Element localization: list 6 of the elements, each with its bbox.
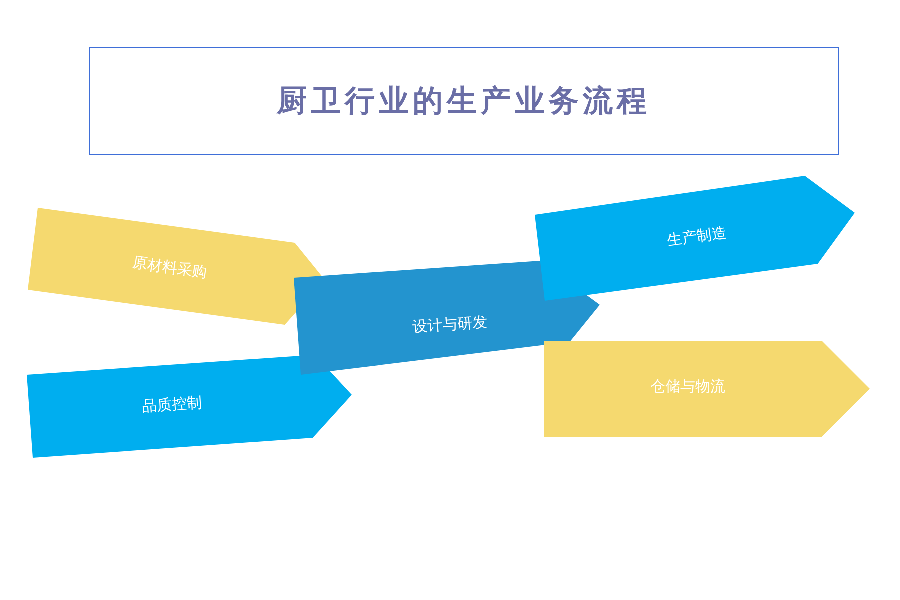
node-label: 品质控制 xyxy=(141,393,203,417)
diagram-title: 厨卫行业的生产业务流程 xyxy=(277,82,651,120)
node-label: 仓储与物流 xyxy=(650,378,726,396)
node-label: 原材料采购 xyxy=(132,253,208,283)
node-label: 生产制造 xyxy=(666,223,728,251)
node-label: 设计与研发 xyxy=(412,312,488,338)
